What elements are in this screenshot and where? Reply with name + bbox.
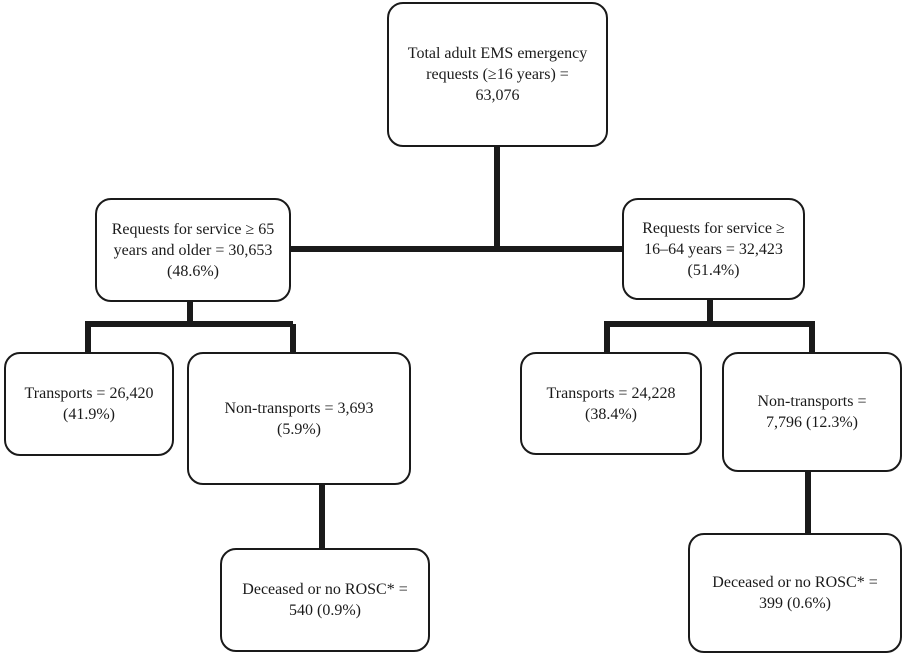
node-total-requests: Total adult EMS emergency requests (≥16 … bbox=[387, 2, 608, 147]
node-older-requests: Requests for service ≥ 65 years and olde… bbox=[95, 198, 291, 302]
node-younger-non-transports-label: Non-transports = 7,796 (12.3%) bbox=[757, 393, 867, 431]
node-younger-non-transports: Non-transports = 7,796 (12.3%) bbox=[722, 352, 902, 472]
node-younger-requests: Requests for service ≥ 16–64 years = 32,… bbox=[622, 198, 805, 300]
node-older-non-transports: Non-transports = 3,693 (5.9%) bbox=[187, 352, 411, 485]
node-older-deceased-label: Deceased or no ROSC* = 540 (0.9%) bbox=[242, 581, 408, 619]
node-younger-transports-label: Transports = 24,228 (38.4%) bbox=[546, 384, 676, 423]
node-younger-transports: Transports = 24,228 (38.4%) bbox=[520, 352, 702, 455]
node-older-requests-label: Requests for service ≥ 65 years and olde… bbox=[111, 220, 275, 280]
node-older-deceased: Deceased or no ROSC* = 540 (0.9%) bbox=[220, 548, 430, 652]
node-younger-requests-label: Requests for service ≥ 16–64 years = 32,… bbox=[642, 219, 785, 279]
node-older-non-transports-label: Non-transports = 3,693 (5.9%) bbox=[224, 399, 374, 438]
node-younger-deceased-label: Deceased or no ROSC* = 399 (0.6%) bbox=[712, 574, 878, 612]
node-older-transports: Transports = 26,420 (41.9%) bbox=[4, 352, 174, 456]
node-older-transports-label: Transports = 26,420 (41.9%) bbox=[24, 385, 154, 423]
node-younger-deceased: Deceased or no ROSC* = 399 (0.6%) bbox=[688, 533, 902, 653]
node-total-requests-label: Total adult EMS emergency requests (≥16 … bbox=[407, 45, 588, 104]
